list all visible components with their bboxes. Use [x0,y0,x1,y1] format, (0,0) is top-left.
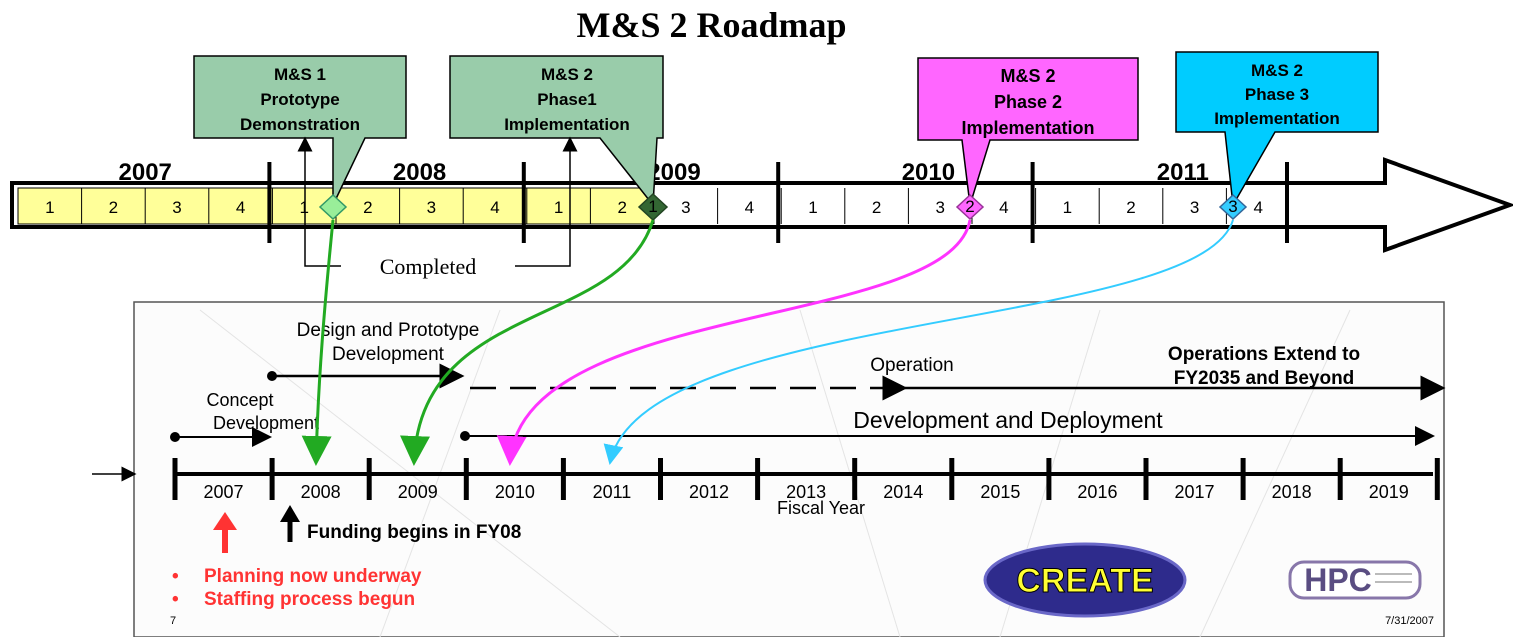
callout-phase3-line3: Implementation [1214,109,1340,128]
hpc-logo: HPC [1288,560,1422,600]
create-logo-text: CREATE [1016,562,1153,600]
callout-ms1-line1: M&S 1 [274,65,326,84]
callout-ms1-line3: Demonstration [240,115,360,134]
operation-label: Operation [870,355,953,376]
top-year-label: 2011 [1157,159,1209,186]
embedded-slide: Design and Prototype Development Operati… [92,301,1446,637]
milestone-markers: 1 2 3 [318,192,1248,222]
quarter-label: 3 [427,198,436,217]
design-label-line1: Design and Prototype [297,320,480,341]
milestone-diamond-phase1-label: 1 [648,197,657,216]
slide-page-number: 7 [170,615,176,627]
bullet-dot-1: • [172,566,179,587]
callout-ms1: M&S 1 Prototype Demonstration [193,55,407,206]
callout-ms2-phase3: M&S 2 Phase 3 Implementation [1175,51,1379,208]
quarter-label: 2 [872,198,881,217]
bullet-planning: Planning now underway [204,566,422,587]
quarter-label: 1 [299,198,308,217]
fiscal-year: 2013 [786,482,826,502]
callout-phase2-line3: Implementation [961,118,1094,138]
milestone-diamond-phase3 [1218,193,1248,221]
operations-extend-line1: Operations Extend to [1168,344,1360,365]
quarter-label: 3 [935,198,944,217]
fiscal-year-label: Fiscal Year [777,498,865,518]
quarter-label: 2 [363,198,372,217]
fiscal-year: 2007 [204,482,244,502]
callout-ms2-phase2: M&S 2 Phase 2 Implementation [917,57,1139,206]
funding-label: Funding begins in FY08 [307,522,521,543]
fiscal-year: 2012 [689,482,729,502]
fiscal-year: 2018 [1272,482,1312,502]
milestone-diamond-phase3-label: 3 [1228,197,1237,216]
quarter-label: 2 [1126,198,1135,217]
page-title: M&S 2 Roadmap [576,5,847,45]
slide-date: 7/31/2007 [1385,615,1434,627]
bullet-staffing: Staffing process begun [204,589,415,610]
bullet-dot-2: • [172,589,179,610]
hpc-logo-text: HPC [1304,562,1372,598]
fiscal-year: 2019 [1369,482,1409,502]
callout-phase1-line1: M&S 2 [541,65,593,84]
completed-label: Completed [380,254,477,279]
quarter-label: 4 [236,198,245,217]
quarter-label: 4 [745,198,754,217]
connector-ms1-to-2008 [301,219,335,466]
quarter-label: 2 [109,198,118,217]
connector-phase1-to-2009 [400,219,655,466]
connector-phase3-to-2011 [603,219,1234,465]
top-year-label: 2010 [902,159,955,186]
fiscal-year: 2011 [593,482,632,502]
fiscal-year: 2014 [883,482,923,502]
operations-extend-line2: FY2035 and Beyond [1174,368,1355,389]
top-year-label: 2007 [119,159,172,186]
quarter-label: 1 [45,198,54,217]
fiscal-year: 2010 [495,482,535,502]
dev-deploy-label: Development and Deployment [853,407,1163,433]
quarter-label: 4 [999,198,1008,217]
top-year-label: 2008 [393,159,446,186]
fiscal-year: 2015 [980,482,1020,502]
quarter-label: 4 [1253,198,1262,217]
callout-phase1-line2: Phase1 [537,90,597,109]
callout-ms2-phase1: M&S 2 Phase1 Implementation [449,55,664,208]
quarter-label: 2 [617,198,626,217]
completed-bracket: Completed [297,136,578,279]
callout-phase3-line1: M&S 2 [1251,61,1303,80]
milestone-diamond-ms1 [318,193,348,221]
funding-arrow-head [280,505,300,522]
fiscal-year: 2017 [1175,482,1215,502]
callout-phase2-line2: Phase 2 [994,92,1062,112]
callout-phase3-line2: Phase 3 [1245,85,1309,104]
fiscal-year: 2016 [1077,482,1117,502]
quarter-label: 1 [1063,198,1072,217]
callout-ms1-line2: Prototype [260,90,339,109]
connector-arrows [301,219,1234,466]
quarter-label: 3 [172,198,181,217]
quarter-label: 4 [490,198,499,217]
fiscal-year: 2008 [301,482,341,502]
timeline-arrow [10,157,1513,253]
callout-phase2-line1: M&S 2 [1000,66,1055,86]
create-logo: CREATE [983,542,1187,618]
planning-arrow-head [213,512,237,530]
quarter-label: 1 [554,198,563,217]
quarter-label: 3 [681,198,690,217]
concept-label-line2: Development [213,413,319,433]
callout-phase1-line3: Implementation [504,115,630,134]
connector-phase2-to-2010 [496,219,972,466]
quarter-label: 3 [1190,198,1199,217]
milestone-diamond-phase2-label: 2 [965,197,974,216]
fiscal-year: 2009 [398,482,438,502]
milestone-diamond-phase2 [955,193,985,221]
design-label-line2: Development [332,344,445,365]
concept-label-line1: Concept [206,390,273,410]
quarter-label: 1 [808,198,817,217]
